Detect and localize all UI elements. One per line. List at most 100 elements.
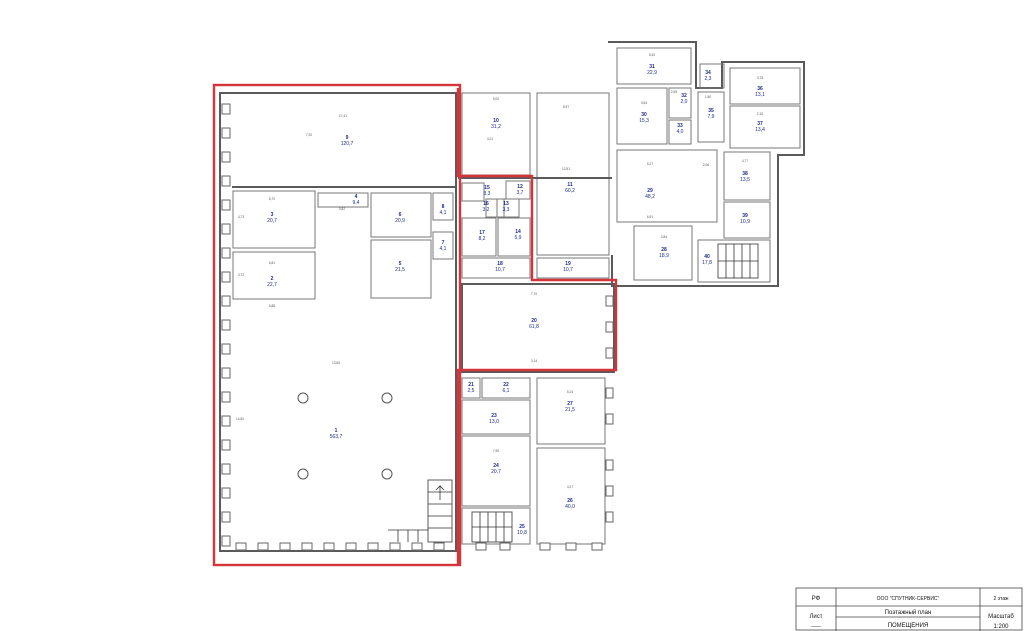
room-area: 4,1	[440, 210, 447, 216]
dimension: 3,14	[531, 359, 537, 363]
column	[297, 392, 309, 404]
room-number: 39	[742, 213, 748, 219]
room-area: 3,7	[517, 190, 524, 196]
room-10-outline	[461, 92, 531, 176]
room-area: 31,2	[491, 124, 501, 130]
room-39-outline	[723, 201, 771, 239]
dimension: 3,84	[661, 235, 667, 239]
room-23-outline	[461, 399, 531, 435]
room-area: 13,1	[755, 92, 765, 98]
room-number: 19	[565, 261, 571, 267]
room-number: 16	[483, 201, 489, 207]
room-area: 5,9	[515, 235, 522, 241]
dimension: 5,24	[567, 390, 573, 394]
dimension: 6,81	[269, 261, 275, 265]
room-area: 10,7	[495, 267, 505, 273]
dimension-labels: 17,41 7,20 6,70 4,73 6,81 3,72 6,88 13,6…	[236, 53, 763, 489]
room-24-outline	[461, 435, 531, 507]
stairs-right	[717, 243, 759, 279]
room-2-outline	[232, 251, 316, 300]
room-number: 6	[399, 212, 402, 218]
room-27-outline	[536, 377, 606, 445]
title-block-sheet-label: Лист	[809, 614, 822, 620]
room-area: 10,7	[563, 267, 573, 273]
middle-bottom-piers	[475, 542, 603, 551]
room-area: 20,7	[267, 218, 277, 224]
room-number: 36	[757, 86, 763, 92]
dimension: 3,72	[238, 273, 244, 277]
title-block-company: ООО "СПУТНИК-СЕРВИС"	[877, 596, 940, 602]
room-number: 27	[567, 401, 573, 407]
room-31-outline	[616, 47, 692, 85]
title-block-section: ПОМЕЩЕНИЯ	[888, 623, 929, 629]
room-labels: 9 120,7 3 20,7 2 22,7 1 563,7 4 9,4 6 20…	[267, 64, 765, 536]
room-number: 32	[681, 93, 687, 99]
dimension: 5,00	[493, 97, 499, 101]
dimension: 5,27	[647, 162, 653, 166]
room-area: 40,0	[565, 504, 575, 510]
title-block-scale-value: 1:200	[993, 624, 1009, 630]
room-number: 12	[517, 184, 523, 190]
room-33-outline	[668, 119, 692, 145]
stairs-middle	[471, 511, 513, 543]
room-37-outline	[729, 105, 801, 149]
room-area: 22,9	[647, 70, 657, 76]
room-area: 3,3	[484, 191, 491, 197]
room-number: 15	[484, 185, 490, 191]
room-area: 60,2	[565, 188, 575, 194]
column	[297, 468, 309, 480]
dimension: 3,82	[339, 207, 345, 211]
column	[381, 392, 393, 404]
room-number: 7	[442, 240, 445, 246]
room-36-outline	[729, 67, 801, 105]
room-38-outline	[723, 151, 771, 201]
room-8-outline	[432, 192, 454, 221]
dimension: 6,91	[647, 215, 653, 219]
room-area: 6,1	[503, 388, 510, 394]
room-area: 4,1	[440, 246, 447, 252]
room-15-outline	[461, 182, 485, 202]
room-number: 14	[515, 229, 521, 235]
dimension: 1,80	[705, 95, 711, 99]
room-40-outline	[697, 239, 771, 283]
room-area: 4,0	[677, 129, 684, 135]
room-number: 33	[677, 123, 683, 129]
room-number: 25	[519, 524, 525, 530]
room-area: 2,3	[705, 76, 712, 82]
room-area: 8,2	[479, 236, 486, 242]
room-number: 23	[491, 413, 497, 419]
dimension: 2,15	[757, 112, 763, 116]
highlighted-areas	[212, 83, 618, 567]
dimension: 17,41	[339, 114, 347, 118]
dimension: 4,77	[742, 159, 748, 163]
dimension: 5,40	[649, 53, 655, 57]
room-area: 2,0	[681, 99, 688, 105]
highlight-left-wing	[212, 83, 462, 567]
dimension: 7,20	[306, 133, 312, 137]
stairs-left	[388, 479, 453, 543]
dimension: 4,73	[238, 215, 244, 219]
room-3-outline	[232, 190, 316, 249]
title-block-sheet-value: ——	[811, 624, 821, 630]
room-20-outline	[461, 283, 615, 373]
room-area: 13,0	[489, 419, 499, 425]
room-number: 3	[271, 212, 274, 218]
room-35-outline	[697, 91, 725, 143]
room-area: 21,5	[565, 407, 575, 413]
room-area: 20,9	[395, 218, 405, 224]
room-number: 18	[497, 261, 503, 267]
dimension: 5,97	[563, 105, 569, 109]
dimension: 6,70	[269, 197, 275, 201]
room-16-outline	[485, 198, 505, 218]
room-28-outline	[633, 225, 693, 281]
room-18-outline	[461, 257, 531, 279]
left-wall-piers	[221, 103, 231, 547]
room-area: 61,8	[529, 324, 539, 330]
left-wing-outline	[219, 92, 457, 552]
room-area: 22,7	[267, 282, 277, 288]
room-number: 31	[649, 64, 655, 70]
room-area: 3,3	[503, 207, 510, 213]
right-wing-outline	[608, 41, 805, 287]
room-25-outline	[461, 507, 531, 545]
room-4-outline	[317, 192, 369, 208]
